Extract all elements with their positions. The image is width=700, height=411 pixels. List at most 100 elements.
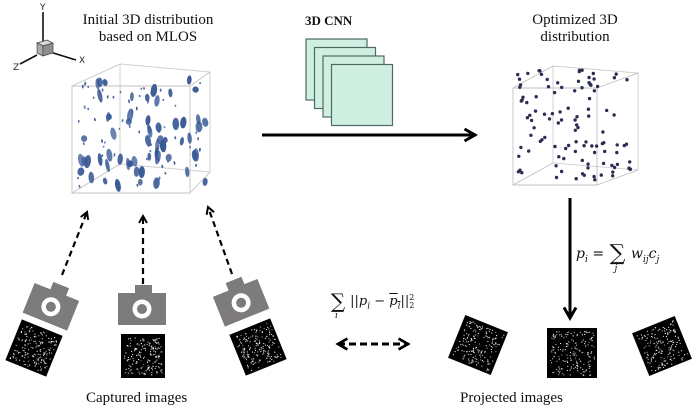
particle-blob [193,148,200,162]
particle-dot [520,171,524,175]
speckle [263,342,265,345]
speckle [471,359,474,361]
speckle [155,366,157,368]
speckle [24,333,26,335]
speckle [247,355,250,358]
speckle [270,333,273,336]
speckle [672,324,674,326]
speckle [146,362,148,364]
speckle [19,351,21,354]
speckle [671,363,673,365]
particle-dot [591,71,595,76]
speckle [495,345,497,348]
speckle [240,351,243,353]
particle-blob [145,115,151,126]
speckle [157,347,159,349]
speckle [665,329,668,331]
speckle [580,331,582,333]
speckle [551,351,553,353]
speckle [673,357,675,360]
particle-blob [195,131,198,135]
speckle [252,358,255,360]
speckle [134,349,136,351]
speckle [15,344,18,347]
speckle [17,352,20,354]
particle-blob [87,86,90,89]
speckle [48,348,50,351]
speckle [592,332,594,334]
speckle [661,363,663,366]
speckle [670,355,672,358]
speckle [591,337,593,339]
speckle [566,360,568,362]
speckle [655,337,657,340]
loss-pbar-sub: i [397,301,401,312]
particle-blob [117,153,123,165]
speckle [474,357,476,360]
particle-blob [192,86,199,93]
speckle [554,336,556,338]
speckle [50,342,52,344]
speckle [588,341,590,343]
speckle [671,321,674,323]
speckle [677,336,679,338]
speckle [686,352,688,355]
particle-dot [574,177,578,181]
y-axis-label: Y [39,3,46,13]
particle-blob [88,171,95,184]
particle-dot [517,154,521,158]
camera-center-icon [118,285,166,325]
particle-dot [519,145,523,150]
speckle [488,330,491,333]
speckle [663,330,666,332]
speckle [139,354,141,356]
speckle [576,365,578,367]
speckle [245,357,247,359]
speckle [36,358,38,360]
speckle [481,354,484,357]
speckle [576,334,578,336]
speckle [27,352,29,355]
particle-dot [520,98,524,102]
speckle [485,335,487,337]
speckle [27,348,30,351]
particle-blob [199,82,202,85]
speckle [35,342,37,345]
speckle [274,355,276,358]
particle-dot [573,118,577,122]
image-frame [632,316,692,376]
speckle [139,351,141,353]
speckle [37,369,39,372]
speckle [473,351,475,354]
speckle [472,361,474,363]
speckle [127,345,129,347]
speckle [484,351,486,353]
speckle [140,356,142,358]
speckle [250,358,253,360]
speckle [41,341,43,343]
loss-pbar: pi [389,294,401,312]
speckle [470,339,473,341]
particle-dot [601,130,605,134]
particle-dot [586,107,591,111]
speckle [668,349,670,351]
speckle [160,363,162,365]
speckle [265,328,268,331]
speckle [473,335,475,338]
particle-dot [560,85,564,90]
speckle [683,354,686,356]
speckle [53,340,55,343]
speckle [554,335,556,337]
speckle [245,358,248,361]
speckle [150,348,152,350]
speckle [576,344,578,346]
speckle [255,344,258,347]
speckle [126,345,128,347]
cnn-layer [330,63,394,127]
particle-blob [173,161,176,165]
initial-title-line2: based on MLOS [98,29,198,45]
speckle [650,340,652,342]
speckle [585,331,587,333]
speckle [659,340,661,342]
speckle [161,372,163,374]
